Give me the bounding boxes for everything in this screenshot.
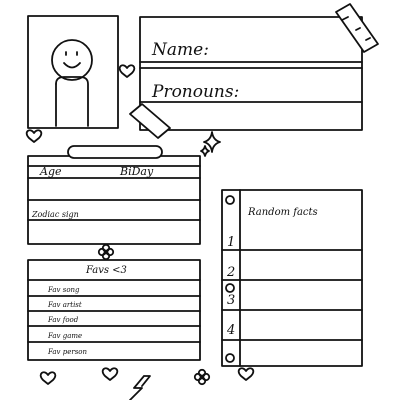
heart-icon bbox=[118, 64, 136, 78]
name-label: Name: bbox=[152, 40, 209, 60]
favs-card bbox=[27, 259, 201, 361]
name-pronouns-card bbox=[139, 16, 363, 131]
lightning-icon bbox=[129, 375, 151, 400]
tape-icon bbox=[335, 3, 379, 53]
clip-tab bbox=[67, 145, 163, 159]
fact-number: 2 bbox=[227, 265, 236, 280]
tape-icon bbox=[129, 103, 171, 139]
fav-item: Fav game bbox=[48, 332, 83, 340]
fact-number: 1 bbox=[227, 235, 236, 250]
sparkle-icon bbox=[200, 145, 210, 157]
bday-label: BiDay bbox=[120, 165, 154, 178]
fav-item: Fav food bbox=[48, 316, 79, 324]
fav-item: Fav person bbox=[48, 348, 88, 356]
flower-icon bbox=[193, 368, 211, 386]
fact-number: 4 bbox=[227, 323, 236, 338]
random-facts-card bbox=[221, 189, 363, 367]
heart-icon bbox=[25, 129, 43, 143]
heart-icon bbox=[101, 367, 119, 381]
random-facts-title: Random facts bbox=[248, 207, 318, 218]
pronouns-label: Pronouns: bbox=[152, 82, 240, 102]
heart-icon bbox=[237, 367, 255, 381]
fav-item: Fav artist bbox=[48, 301, 82, 309]
fav-item: Fav song bbox=[48, 286, 80, 294]
favs-title: Favs <3 bbox=[86, 265, 127, 276]
heart-icon bbox=[39, 371, 57, 385]
age-label: Age bbox=[40, 165, 62, 178]
zodiac-label: Zodiac sign bbox=[32, 210, 79, 219]
flower-icon bbox=[97, 243, 115, 261]
sparkle-icon bbox=[203, 131, 221, 153]
smiley-avatar-icon bbox=[51, 39, 93, 127]
avatar-frame[interactable] bbox=[27, 15, 119, 129]
fact-number: 3 bbox=[227, 293, 236, 308]
